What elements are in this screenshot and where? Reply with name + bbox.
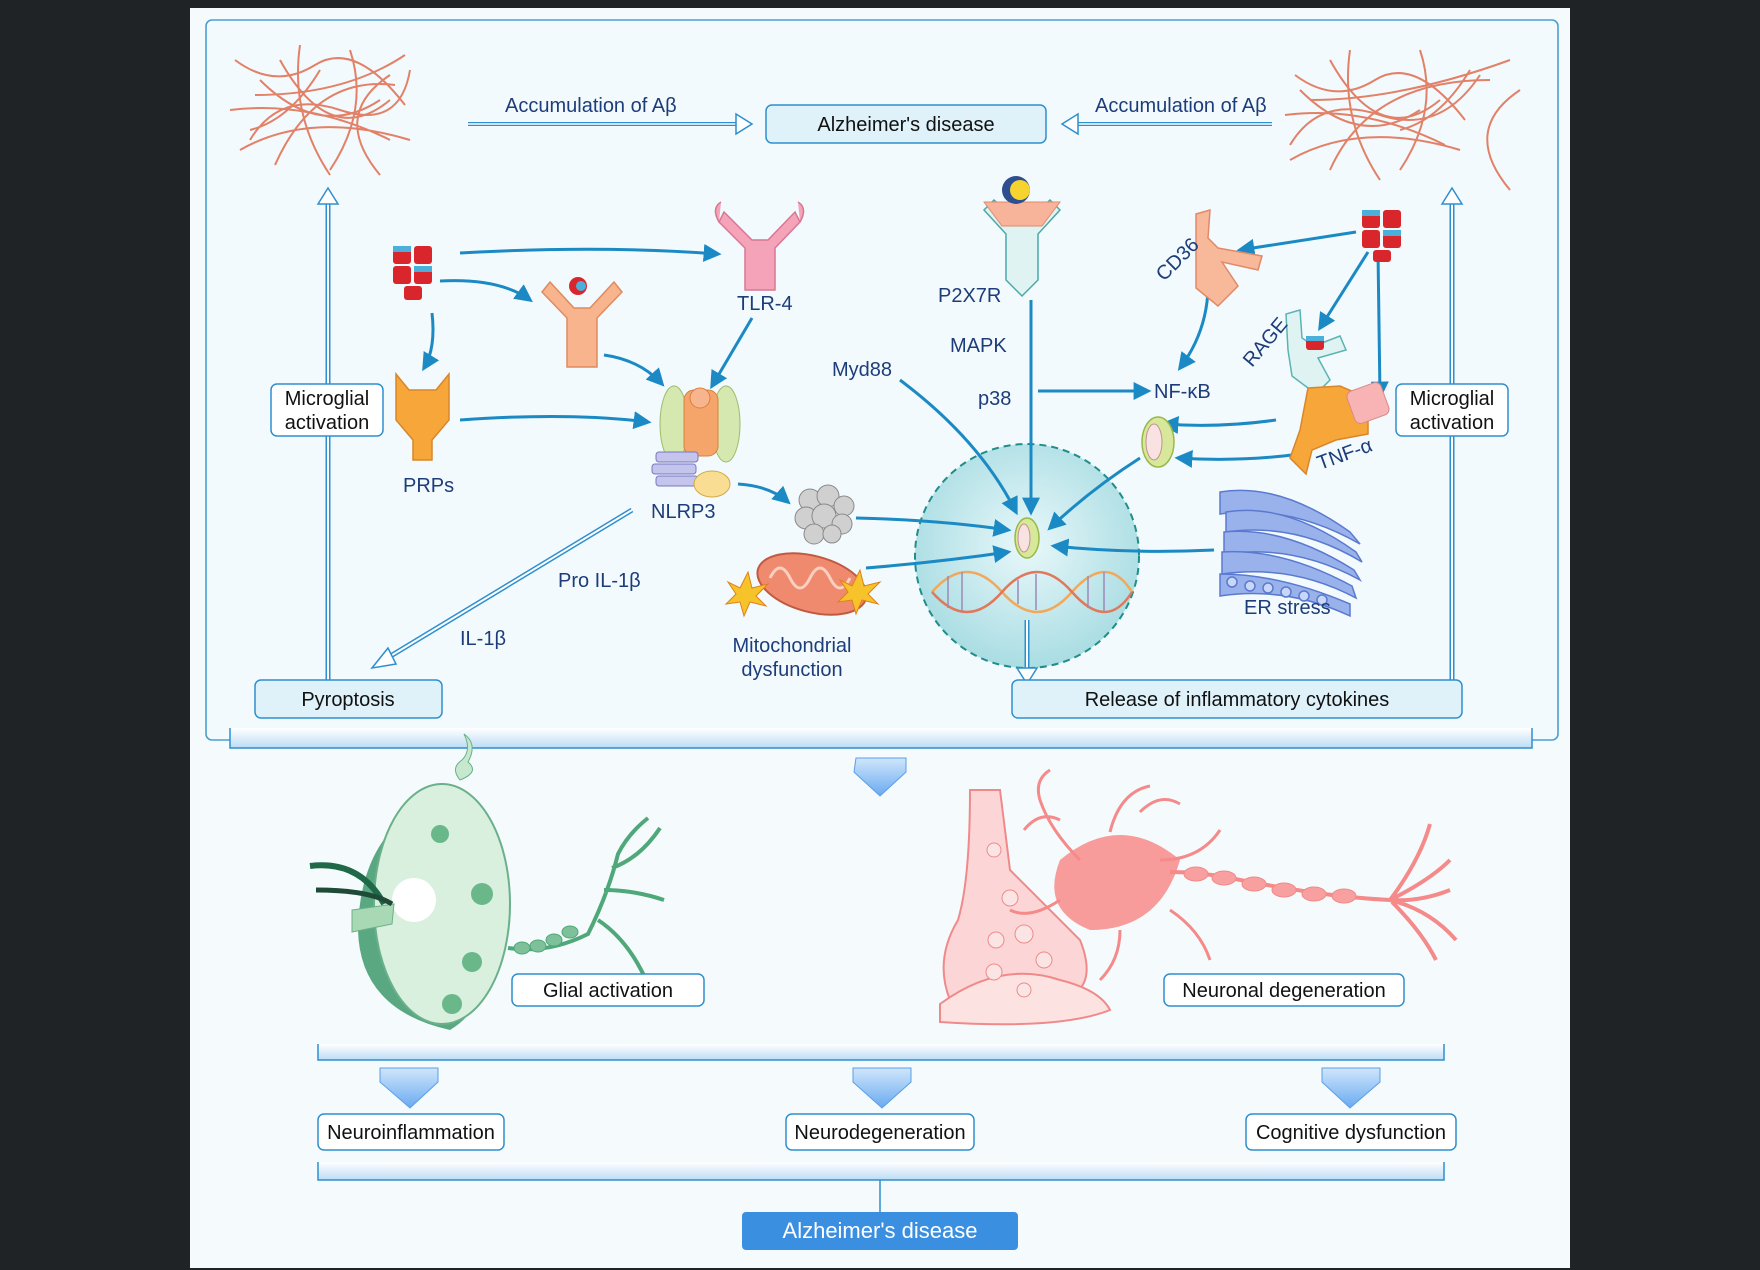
p38-label: p38 [978,388,1011,410]
mapk-label: MAPK [950,335,1007,357]
microglial-arrow-right [1440,186,1464,680]
cd36-receptor-icon [1195,208,1263,308]
release-cytokines-box [1011,679,1463,719]
converging-bar-middle [317,1044,1445,1061]
ros-cluster-icon [794,484,855,545]
microglial-left-line1: Microglial [285,388,369,410]
myd88-label: Myd88 [832,359,892,381]
amyloid-plaque-right-icon [1284,49,1521,191]
receptor-orange-icon [541,280,623,368]
release-cytokines-label: Release of inflammatory cytokines [1085,689,1390,711]
microglial-activation-right-box [1395,383,1509,437]
pyroptosis-box [254,679,443,719]
p2x7r-label: P2X7R [938,285,1001,307]
accumulation-label-right: Accumulation of Aβ [1095,95,1267,117]
microglial-arrow-left [316,186,340,680]
left-pathway-arrows [422,243,791,505]
p2x7r-receptor-icon [982,176,1062,298]
pro-il1b-label: Pro IL-1β [558,570,641,592]
prps-receptor-icon [395,371,450,461]
tlr4-label: TLR-4 [737,293,793,315]
tlr4-receptor-icon [714,201,805,291]
cognitive-dysfunction-label: Cognitive dysfunction [1256,1122,1446,1144]
tnfa-receptor-icon [1289,382,1390,476]
alzheimers-top-box [765,104,1047,144]
converging-bar-top [229,728,1533,749]
microglial-left-line2: activation [285,412,370,434]
microglial-activation-left-box [270,383,384,437]
dna-helix-icon [931,570,1134,614]
nfkb-nuclear-icon [1014,517,1040,559]
rage-receptor-icon [1285,309,1348,395]
neurodegeneration-box [785,1113,975,1151]
il1b-arrow [370,507,634,670]
mito-label-line2: dysfunction [741,659,842,681]
microglial-right-line1: Microglial [1410,388,1494,410]
il1b-label: IL-1β [460,628,506,650]
mito-label-line1: Mitochondrial [733,635,852,657]
abeta-oligomer-left-icon [393,246,432,300]
chevron-down-icon [853,757,907,797]
er-stress-label: ER stress [1244,597,1331,619]
accumulation-arrow-right [1060,112,1272,136]
neurodegeneration-label: Neurodegeneration [794,1122,965,1144]
neuroinflammation-box [317,1113,505,1151]
amyloid-plaque-left-icon [229,44,411,176]
alzheimers-final-label: Alzheimer's disease [783,1218,978,1243]
chevron-down-icon-center [852,1067,912,1109]
microglial-right-line2: activation [1410,412,1495,434]
alzheimers-final-box [742,1212,1018,1250]
er-stress-icon [1219,489,1363,618]
release-arrow [1015,620,1039,686]
cognitive-dysfunction-box [1245,1113,1457,1151]
nlrp3-label: NLRP3 [651,501,715,523]
nfkb-complex-icon [1141,416,1175,468]
neuron-icon [939,768,1458,1026]
alzheimers-top-label: Alzheimer's disease [817,114,994,136]
abeta-rage-bound-icon [1306,336,1324,350]
glial-activation-box [511,973,705,1007]
nlrp3-inflammasome-icon [651,385,741,498]
mitochondrion-icon [724,552,882,618]
chevron-down-icon-right [1321,1067,1381,1109]
nfkb-label: NF-κB [1154,381,1211,403]
abeta-oligomer-right-icon [1362,210,1401,262]
neuroinflammation-label: Neuroinflammation [327,1122,495,1144]
prps-label: PRPs [403,475,454,497]
glial-cell-icon [309,733,665,1030]
converging-bar-bottom [317,1162,1445,1181]
accumulation-arrow-left [468,112,754,136]
abeta-bound-icon [569,277,587,295]
pyroptosis-label: Pyroptosis [301,689,394,711]
central-arrows [855,230,1389,570]
accumulation-label-left: Accumulation of Aβ [505,95,677,117]
chevron-down-icon-left [379,1067,439,1109]
neuronal-degeneration-box [1163,973,1405,1007]
glial-activation-label: Glial activation [543,980,673,1002]
neuronal-degeneration-label: Neuronal degeneration [1182,980,1386,1002]
